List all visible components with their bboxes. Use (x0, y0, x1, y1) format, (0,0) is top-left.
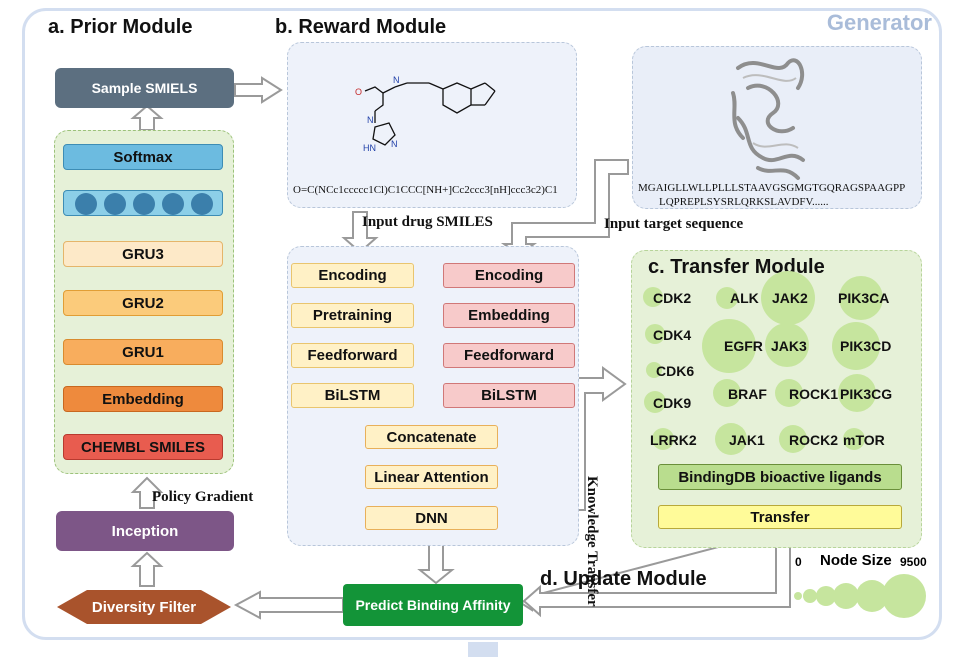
transfer-box: Transfer (658, 505, 902, 529)
concatenate-box: Concatenate (365, 425, 498, 449)
molecule-structure: O N N N HN (355, 75, 496, 153)
linear-attention-box: Linear Attention (365, 465, 498, 489)
arrow-to-reward (234, 76, 283, 104)
svg-text:N: N (391, 139, 398, 149)
input-drug-label: Input drug SMILES (362, 214, 493, 230)
protein-panel (632, 46, 922, 209)
kinase-cdk2: CDK2 (653, 290, 692, 306)
kinase-jak1: JAK1 (729, 432, 765, 448)
svg-text:N: N (367, 115, 374, 125)
node-size-max: 9500 (900, 555, 927, 569)
kinase-pik3cg: PIK3CG (840, 386, 893, 402)
arrow-transfer-to-predict (522, 529, 791, 618)
arrow-up-prior (130, 476, 164, 509)
diversity-filter-shape (57, 590, 231, 624)
prior-module-title: a. Prior Module (48, 16, 193, 38)
node-size-label: Node Size (820, 552, 892, 569)
target-encoding-box: Encoding (443, 263, 575, 288)
kinase-egfr: EGFR (724, 338, 763, 354)
input-target-label: Input target sequence (604, 216, 744, 232)
arrow-up-inception (130, 551, 164, 587)
arrow-left-diversity (233, 590, 344, 620)
svg-text:O: O (355, 87, 362, 97)
kinase-cdk4: CDK4 (653, 327, 692, 343)
svg-text:N: N (393, 75, 400, 85)
reward-module-title: b. Reward Module (275, 16, 447, 38)
neuron-layer (63, 190, 223, 216)
target-embedding-box: Embedding (443, 303, 575, 328)
inception-box: Inception (56, 511, 234, 551)
arrow-up-sample (130, 104, 164, 131)
target-bilstm-box: BiLSTM (443, 383, 575, 408)
kinase-jak2: JAK2 (772, 290, 808, 306)
kinase-pik3cd: PIK3CD (840, 338, 892, 354)
svg-text:HN: HN (363, 143, 376, 153)
drug-pretraining-box: Pretraining (291, 303, 414, 328)
sample-smiles-box: Sample SMIELS (55, 68, 234, 108)
kinase-cdk6: CDK6 (656, 363, 695, 379)
bindingdb-box: BindingDB bioactive ligands (658, 464, 902, 490)
gru1-box: GRU1 (63, 339, 223, 365)
kinase-mtor: mTOR (843, 432, 885, 448)
kinase-alk: ALK (730, 290, 759, 306)
node-size-min: 0 (795, 555, 802, 569)
kinase-pik3ca: PIK3CA (838, 290, 890, 306)
target-feedforward-box: Feedforward (443, 343, 575, 368)
generator-label: Generator (826, 10, 932, 35)
diversity-filter-label: Diversity Filter (91, 598, 197, 616)
arrow-down-drug (341, 211, 379, 254)
sequence-line-1: MGAIGLLWLLPLLLSTAAVGSGMGTGQRAGSPAAGPP (638, 182, 906, 194)
kinase-cdk9: CDK9 (653, 395, 692, 411)
embedding-box: Embedding (63, 386, 223, 412)
drug-encoding-box: Encoding (291, 263, 414, 288)
update-module-title: d. Update Module (540, 568, 707, 590)
gru3-box: GRU3 (63, 241, 223, 267)
generator-frame (22, 8, 942, 640)
bottom-stub (468, 642, 498, 657)
kinase-bubble-chart (643, 271, 883, 455)
drug-bilstm-box: BiLSTM (291, 383, 414, 408)
smiles-string: O=C(NCc1ccccc1Cl)C1CCC[NH+]Cc2ccc3[nH]cc… (293, 184, 558, 196)
gru2-box: GRU2 (63, 290, 223, 316)
drug-feedforward-box: Feedforward (291, 343, 414, 368)
predict-binding-affinity-box: Predict Binding Affinity (343, 584, 523, 626)
chembl-smiles-box: CHEMBL SMILES (63, 434, 223, 460)
kinase-jak3: JAK3 (771, 338, 807, 354)
softmax-box: Softmax (63, 144, 223, 170)
kinase-rock1: ROCK1 (789, 386, 839, 402)
molecule-panel (287, 42, 577, 208)
kinase-lrrk2: LRRK2 (650, 432, 697, 448)
dnn-box: DNN (365, 506, 498, 530)
kinase-braf: BRAF (728, 386, 767, 402)
protein-structure (731, 58, 805, 180)
sequence-line-2: LQPREPLSYSRLQRKSLAVDFV...... (659, 196, 829, 208)
kinase-rock2: ROCK2 (789, 432, 839, 448)
node-size-legend (794, 574, 926, 618)
policy-gradient-label: Policy Gradient (152, 489, 254, 505)
